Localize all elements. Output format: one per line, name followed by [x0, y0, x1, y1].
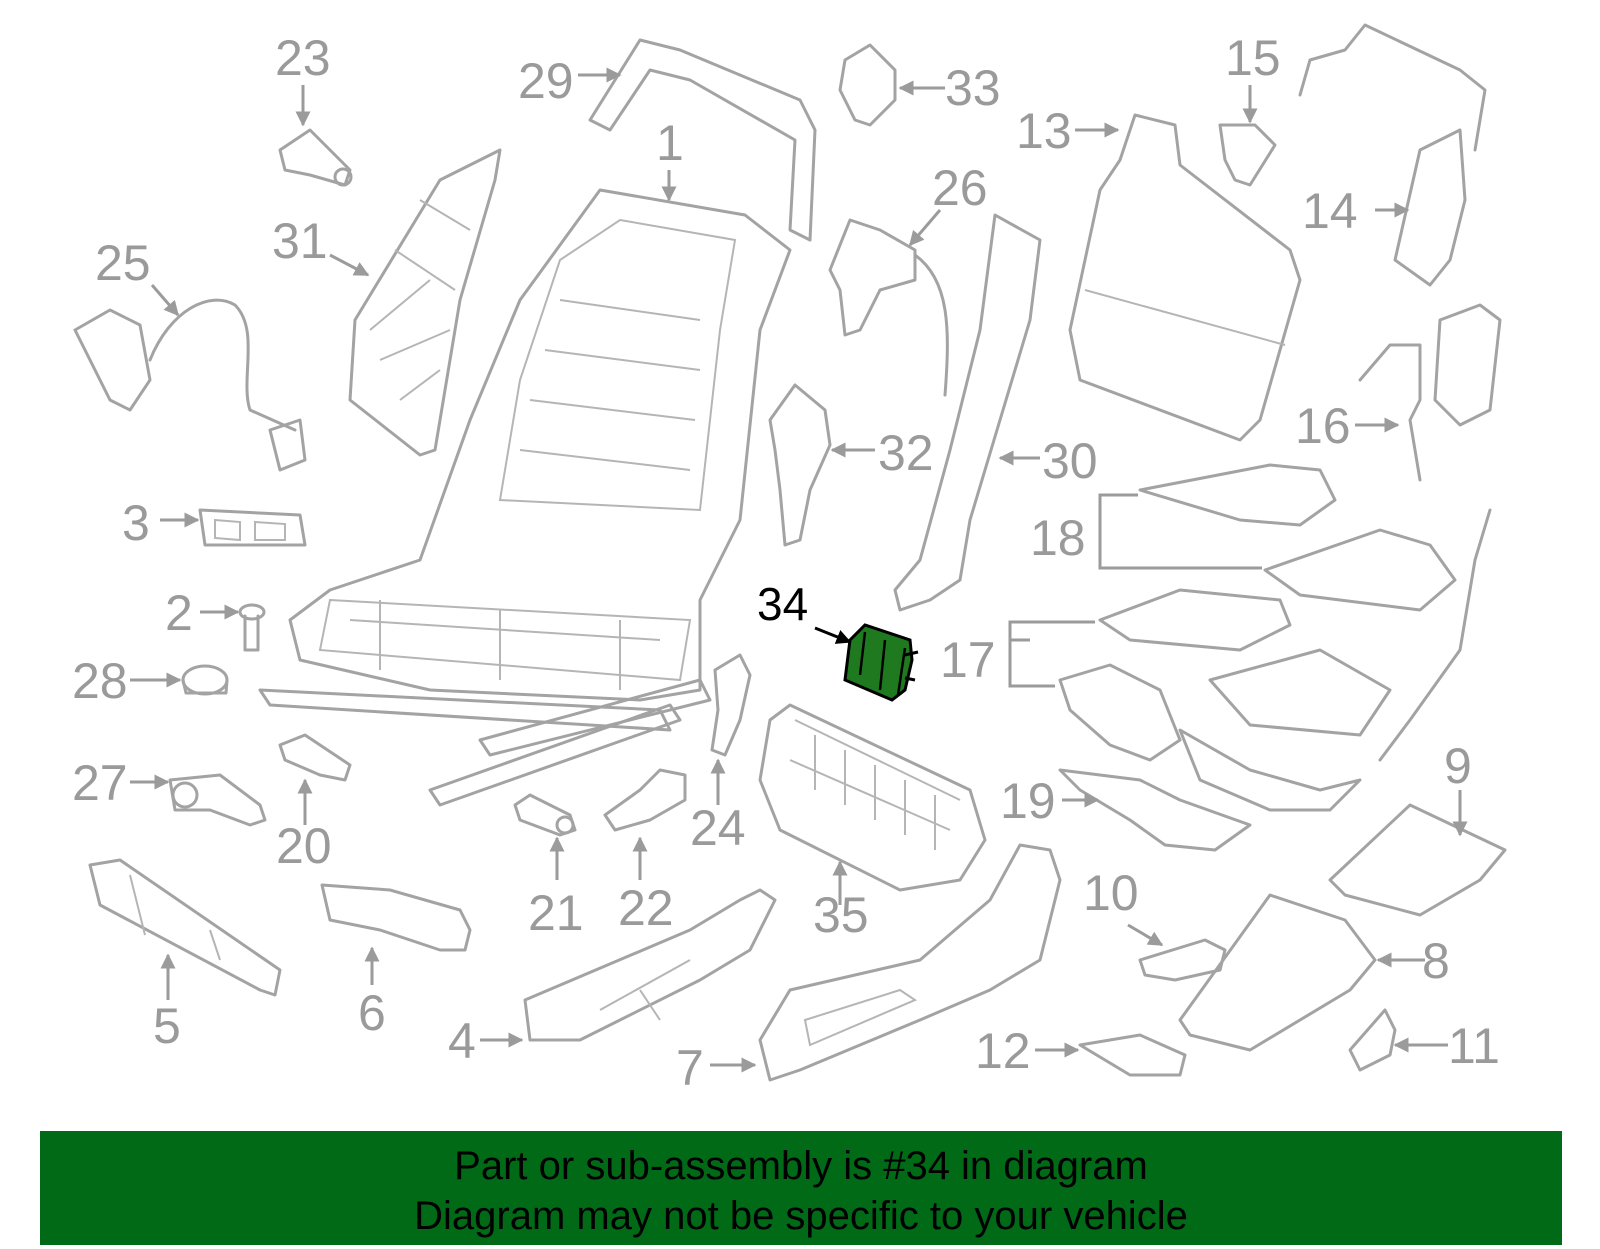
part-1-seat-frame [258, 188, 792, 807]
callout-3: 3 [122, 495, 150, 551]
callout-35: 35 [813, 887, 869, 943]
part-34-highlighted[interactable] [843, 623, 919, 702]
part-13-backrest-cushion [1068, 113, 1302, 442]
callout-4: 4 [448, 1013, 476, 1069]
part-35-tray [758, 703, 987, 892]
part-32-cover [768, 383, 832, 547]
callout-32: 32 [878, 425, 934, 481]
callout-18: 18 [1030, 510, 1086, 566]
part-19-bracket [1058, 768, 1252, 852]
part-18-panels [1138, 463, 1457, 612]
part-9-plate [1328, 803, 1507, 917]
callout-6: 6 [358, 985, 386, 1041]
callout-33: 33 [945, 60, 1001, 116]
callout-labels: 1 2 3 4 5 6 7 8 9 10 11 12 13 14 15 16 1… [72, 30, 1500, 1096]
callout-17: 17 [940, 632, 996, 688]
callout-7: 7 [676, 1040, 704, 1096]
callout-29: 29 [518, 53, 574, 109]
callout-30: 30 [1042, 433, 1098, 489]
part-4-side-trim [523, 888, 777, 1042]
callout-19: 19 [1000, 773, 1056, 829]
callout-12: 12 [975, 1023, 1031, 1079]
part-24-actuator [710, 653, 752, 757]
callout-28: 28 [72, 653, 128, 709]
part-5-trim [88, 858, 282, 997]
part-12-clip [1078, 1033, 1187, 1077]
banner-line-1: Part or sub-assembly is #34 in diagram [454, 1144, 1148, 1188]
part-3-switch [198, 508, 307, 547]
info-banner: Part or sub-assembly is #34 in diagram D… [40, 1131, 1562, 1245]
part-11-clip [1348, 1008, 1397, 1072]
part-17-cushion [1058, 508, 1492, 812]
callout-16: 16 [1295, 398, 1351, 454]
part-27-motor [168, 773, 267, 827]
callout-34[interactable]: 34 [757, 578, 808, 630]
callout-5: 5 [153, 998, 181, 1054]
part-7-side-panel [758, 843, 1062, 1082]
part-30-rail [893, 213, 1042, 612]
part-16-lumbar [1358, 303, 1502, 482]
part-22-motor [603, 768, 687, 832]
banner-line-2: Diagram may not be specific to your vehi… [414, 1194, 1188, 1238]
leader-lines [130, 67, 1468, 1073]
callout-31: 31 [272, 213, 328, 269]
callout-20: 20 [276, 818, 332, 874]
callout-1: 1 [656, 115, 684, 171]
part-8-plate [1178, 893, 1377, 1052]
part-23-motor [278, 128, 353, 187]
part-10-clip [1138, 938, 1227, 982]
callout-2: 2 [165, 585, 193, 641]
part-6-cover [320, 883, 472, 952]
callout-22: 22 [618, 880, 674, 936]
part-28-cap [181, 664, 229, 696]
callout-26: 26 [932, 160, 988, 216]
part-15-clip [1218, 123, 1277, 187]
callout-11: 11 [1448, 1018, 1500, 1074]
seat-parts-diagram: 1 2 3 4 5 6 7 8 9 10 11 12 13 14 15 16 1… [72, 23, 1507, 1096]
callout-24: 24 [690, 800, 746, 856]
callout-15: 15 [1225, 30, 1281, 86]
callout-27: 27 [72, 755, 128, 811]
callout-14: 14 [1302, 183, 1358, 239]
part-2-bolt [238, 603, 266, 652]
callout-9: 9 [1444, 738, 1472, 794]
part-31-back-panel [348, 148, 502, 457]
callout-8: 8 [1422, 933, 1450, 989]
callout-25: 25 [95, 235, 151, 291]
part-26-bracket [828, 218, 949, 397]
callout-13: 13 [1016, 103, 1072, 159]
part-25-cable [73, 298, 307, 472]
callout-23: 23 [275, 30, 331, 86]
callout-10: 10 [1083, 865, 1139, 921]
part-33-cover [838, 43, 897, 127]
part-20-motor [278, 733, 352, 782]
part-29-backrest-bow [588, 38, 817, 242]
part-21-cylinder [513, 793, 577, 837]
part-14-panel [1298, 23, 1487, 287]
callout-21: 21 [528, 885, 584, 941]
